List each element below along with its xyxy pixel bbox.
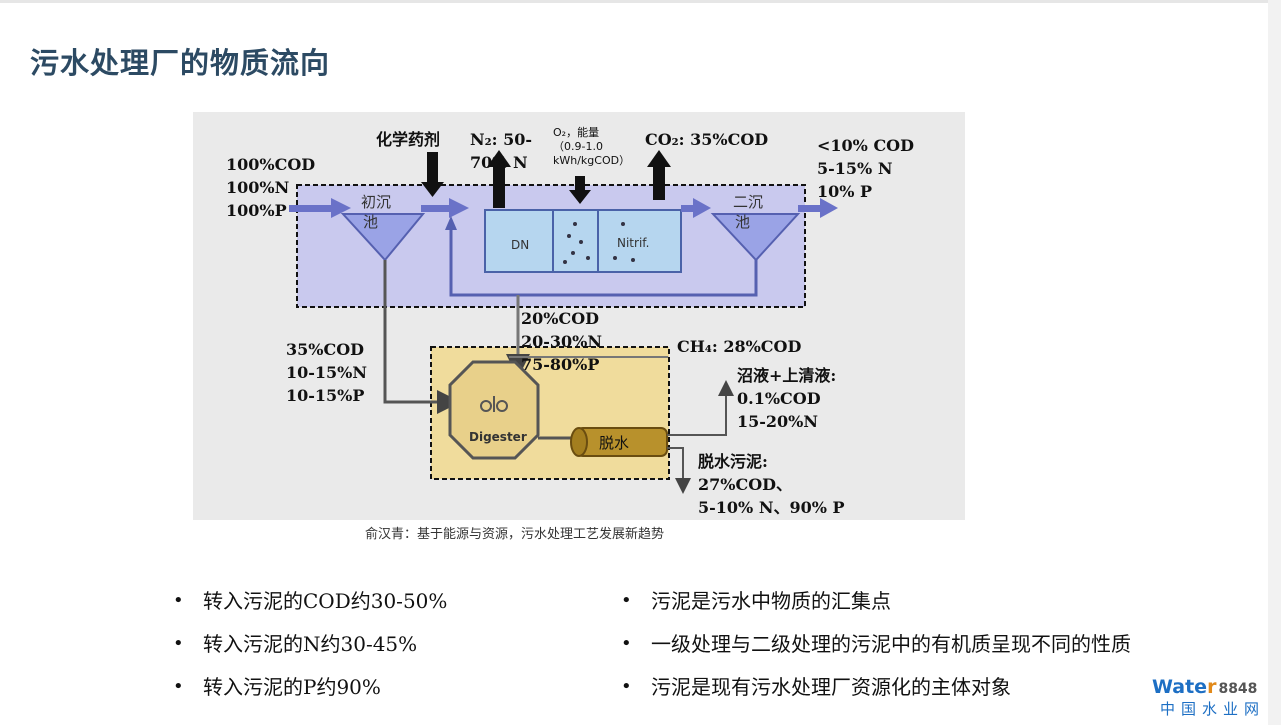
list-item: •污泥是现有污水处理厂资源化的主体对象	[621, 672, 1131, 715]
n2-label: N₂: 50-70% N	[470, 130, 533, 172]
right-frame	[1268, 0, 1281, 725]
diagram-caption: 俞汉青：基于能源与资源，污水处理工艺发展新趋势	[365, 527, 665, 542]
bullet-list-right: •污泥是污水中物质的汇集点 •一级处理与二级处理的污泥中的有机质呈现不同的性质 …	[621, 586, 1131, 715]
secondary-clarifier	[710, 213, 801, 262]
bullet-icon: •	[173, 590, 184, 611]
diagram-graphics	[289, 150, 838, 494]
chemicals-label: 化学药剂	[376, 130, 441, 149]
list-item: •转入污泥的P约90%	[173, 672, 447, 715]
secondary-clarifier-label: 二沉池	[733, 193, 764, 231]
co2-label: CO₂: 35%COD	[645, 130, 769, 149]
list-item: •污泥是污水中物质的汇集点	[621, 586, 1131, 629]
nitrif-label: Nitrif.	[617, 236, 650, 250]
bullet-list-left: •转入污泥的COD约30-50% •转入污泥的N约30-45% •转入污泥的P约…	[173, 586, 447, 715]
bullet-icon: •	[621, 590, 632, 611]
list-item: •一级处理与二级处理的污泥中的有机质呈现不同的性质	[621, 629, 1131, 672]
aeration-tank	[484, 209, 682, 273]
top-border	[0, 0, 1281, 3]
dn-label: DN	[511, 238, 530, 252]
bullet-icon: •	[173, 633, 184, 654]
list-item: •转入污泥的N约30-45%	[173, 629, 447, 672]
digester-label: Digester	[469, 430, 527, 444]
list-item: •转入污泥的COD约30-50%	[173, 586, 447, 629]
dewatering-label: 脱水	[599, 434, 630, 452]
bullet-icon: •	[173, 676, 184, 697]
bullet-icon: •	[621, 676, 632, 697]
bullet-icon: •	[621, 633, 632, 654]
primary-clarifier	[340, 213, 426, 262]
ch4-label: CH₄: 28%COD	[677, 337, 802, 356]
slide-title: 污水处理厂的物质流向	[30, 46, 331, 80]
primary-clarifier-label: 初沉池	[361, 193, 392, 231]
dewatered-sludge-label: 脱水污泥:27%COD、5-10% N、90% P	[698, 452, 845, 517]
bubbles	[563, 222, 635, 264]
